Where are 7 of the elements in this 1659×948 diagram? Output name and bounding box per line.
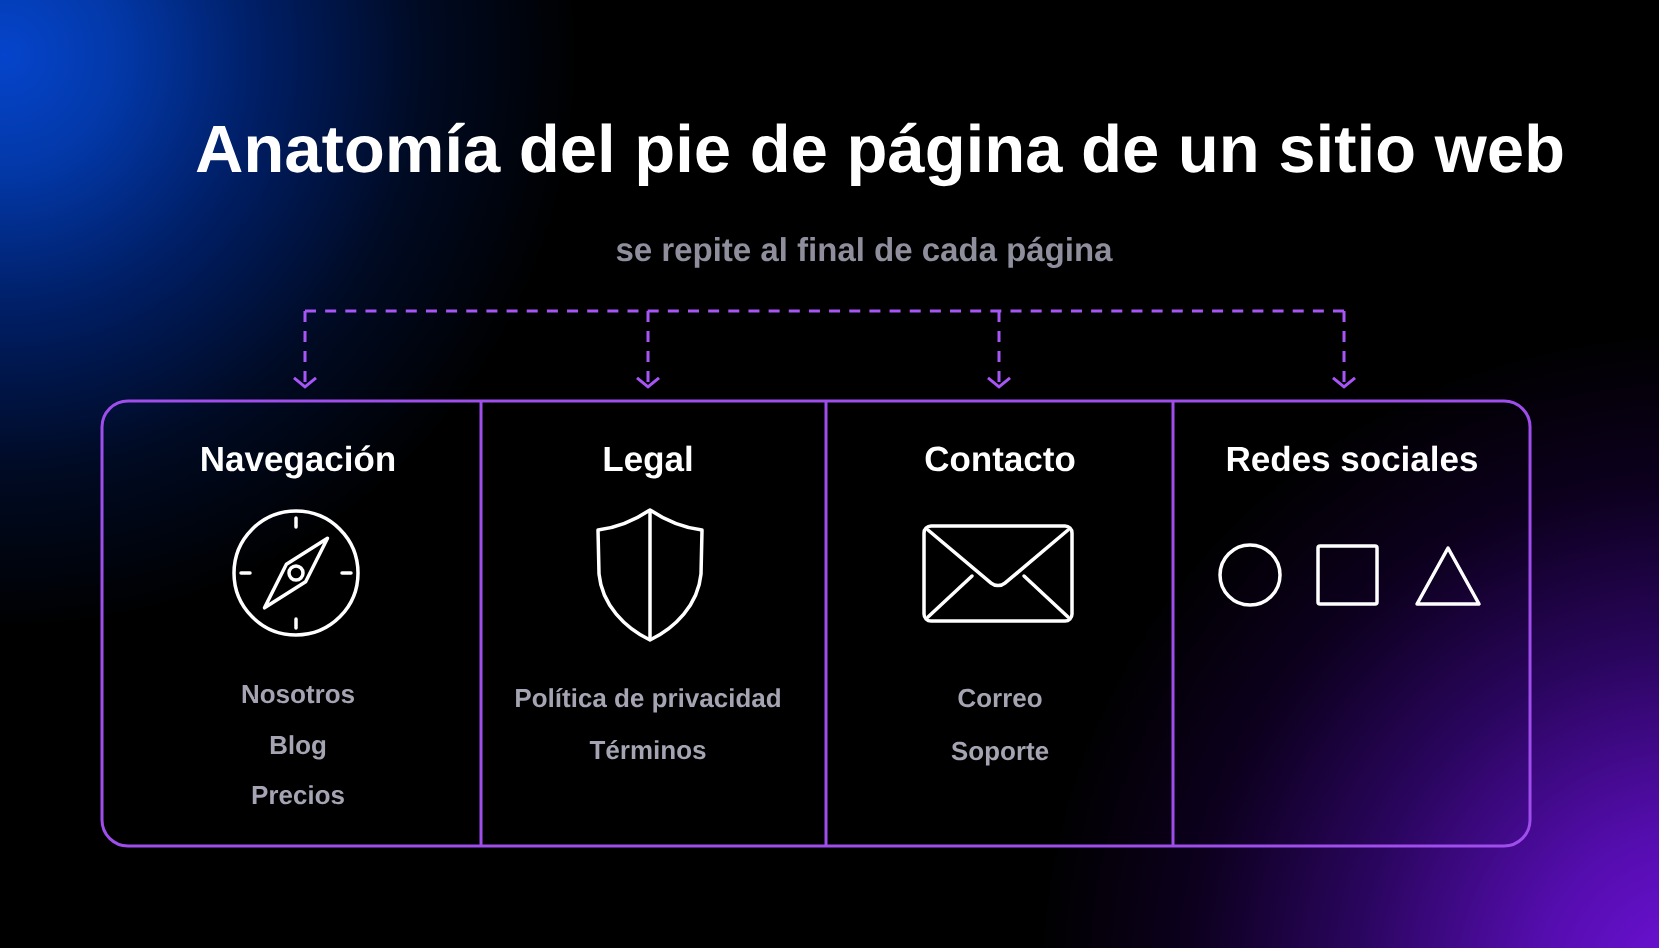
dashed-line [305, 309, 1344, 313]
subtitle: se repite al final de cada página [616, 236, 1113, 268]
arrow [1332, 311, 1356, 389]
arrow [987, 311, 1011, 389]
title: Anatomía del pie de página de un sitio web [196, 122, 1563, 187]
arrow [293, 311, 317, 389]
arrow [636, 311, 660, 389]
